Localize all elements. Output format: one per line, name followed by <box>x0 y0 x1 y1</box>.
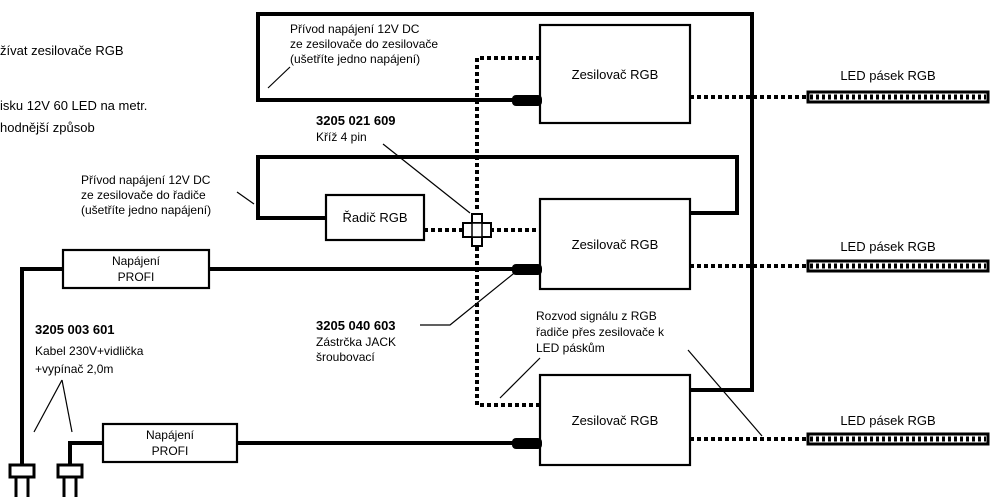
power-wire-amp-to-amp <box>256 12 754 392</box>
power-supply-2-line-1: Napájení <box>146 428 195 442</box>
note-controller-line-2: ze zesilovače do řadiče <box>81 188 206 202</box>
signal-pointer-1 <box>499 357 541 399</box>
power-plug-icon <box>56 463 84 497</box>
cable-name-line-2: +vypínač 2,0m <box>35 362 113 376</box>
amplifier-1-label: Zesilovač RGB <box>572 67 659 82</box>
cable-name-line-1: Kabel 230V+vidlička <box>35 344 144 358</box>
jack-callout: 3205 040 603 Zástrčka JACK šroubovací <box>316 318 396 364</box>
cross-pointer <box>382 143 471 214</box>
cable-callout: 3205 003 601 Kabel 230V+vidlička +vypína… <box>35 322 144 376</box>
amplifier-3: Zesilovač RGB <box>538 373 692 467</box>
led-strip-2-label: LED pásek RGB <box>840 239 935 254</box>
note-controller-pointer <box>236 191 255 205</box>
note-controller: Přívod napájení 12V DC ze zesilovače do … <box>81 173 211 217</box>
signal-note-line-2: řadiče přes zesilovače k <box>536 325 665 339</box>
note-top-pointer <box>267 66 291 89</box>
power-wire-amp-to-controller <box>256 155 739 220</box>
signal-note-line-1: Rozvod signálu z RGB <box>536 309 657 323</box>
cross-name: Kříž 4 pin <box>316 130 367 144</box>
mains-cable-2 <box>68 441 103 465</box>
jack-name-line-1: Zástrčka JACK <box>316 335 396 349</box>
power-plug-icon <box>8 463 36 497</box>
signal-note-line-3: LED páskům <box>536 341 605 355</box>
jack-code: 3205 040 603 <box>316 318 396 333</box>
cross-code: 3205 021 609 <box>316 113 396 128</box>
power-supply-1-line-2: PROFI <box>118 270 155 284</box>
amplifier-1: Zesilovač RGB <box>538 23 692 125</box>
power-supply-1: Napájení PROFI <box>61 248 211 290</box>
power-supply-2: Napájení PROFI <box>101 422 239 464</box>
note-controller-line-3: (ušetříte jedno napájení) <box>81 203 211 217</box>
mains-cable-1 <box>20 267 63 465</box>
note-top-line-2: ze zesilovače do zesilovače <box>290 37 438 51</box>
signal-wire-bottom <box>475 240 540 407</box>
intro-line-3: hodnější způsob <box>0 120 95 135</box>
note-controller-line-1: Přívod napájení 12V DC <box>81 173 211 187</box>
cross-callout: 3205 021 609 Kříž 4 pin <box>316 113 396 144</box>
amplifier-2: Zesilovač RGB <box>538 197 692 291</box>
led-strip-1: LED pásek RGB <box>806 68 990 104</box>
intro-line-2: isku 12V 60 LED na metr. <box>0 98 147 113</box>
cable-pointer-2 <box>61 379 73 433</box>
signal-pointer-2 <box>687 349 763 437</box>
power-supply-2-line-2: PROFI <box>152 444 189 458</box>
amplifier-3-label: Zesilovač RGB <box>572 413 659 428</box>
led-strip-3-label: LED pásek RGB <box>840 413 935 428</box>
rgb-controller: Řadič RGB <box>324 193 426 242</box>
signal-note: Rozvod signálu z RGB řadiče přes zesilov… <box>536 309 665 355</box>
cable-code: 3205 003 601 <box>35 322 115 337</box>
note-top-line-1: Přívod napájení 12V DC <box>290 22 420 36</box>
intro-line-1: žívat zesilovače RGB <box>0 43 124 58</box>
note-top: Přívod napájení 12V DC ze zesilovače do … <box>290 22 438 66</box>
power-supply-1-line-1: Napájení <box>112 254 161 268</box>
led-strip-3: LED pásek RGB <box>806 413 990 446</box>
amplifier-2-label: Zesilovač RGB <box>572 237 659 252</box>
controller-label: Řadič RGB <box>342 210 407 225</box>
note-top-line-3: (ušetříte jedno napájení) <box>290 52 420 66</box>
led-strip-1-label: LED pásek RGB <box>840 68 935 83</box>
jack-pointer <box>420 269 519 326</box>
jack-name-line-2: šroubovací <box>316 350 375 364</box>
led-strip-2: LED pásek RGB <box>806 239 990 273</box>
cable-pointer-1 <box>33 379 63 433</box>
jack-plug-icon <box>512 264 542 275</box>
jack-plug-icon <box>512 438 542 449</box>
signal-wire-top <box>475 56 540 210</box>
jack-plug-icon <box>512 95 542 106</box>
cross-4pin-icon <box>462 213 492 247</box>
